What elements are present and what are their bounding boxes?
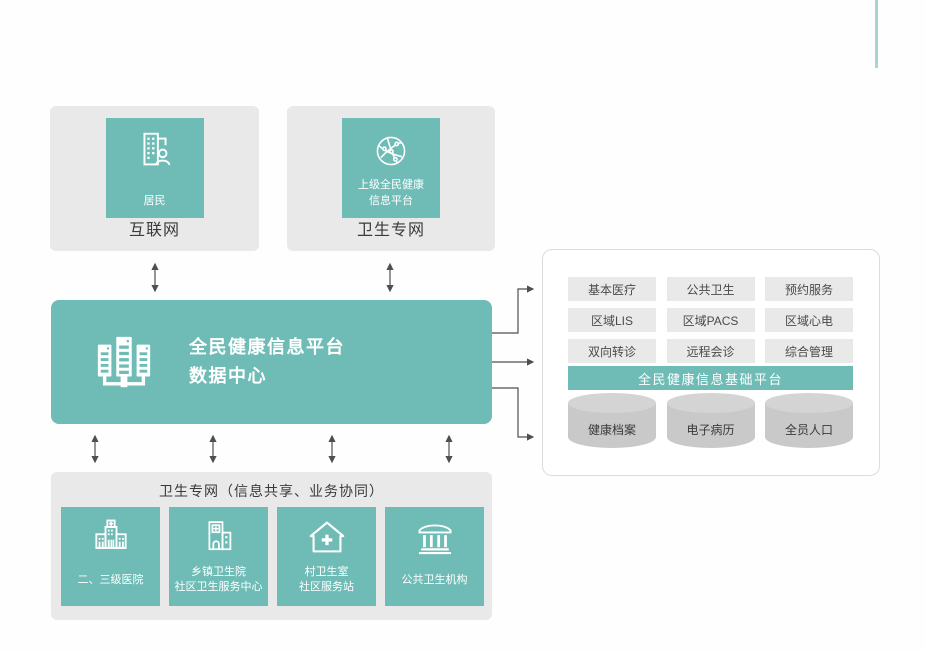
upper-platform-node: 上级全民健康 信息平台 卫生专网 — [287, 106, 495, 251]
data-center-icon — [93, 331, 155, 393]
upper-platform-tile-label: 上级全民健康 信息平台 — [358, 179, 424, 207]
database-cylinder: 电子病历 — [666, 393, 755, 448]
data-center-box: 全民健康信息平台 数据中心 — [51, 300, 492, 424]
hospital-icon — [88, 513, 134, 561]
institutions-row: 二、三级医院 — [61, 507, 484, 606]
database-label: 电子病历 — [686, 422, 735, 437]
upper-platform-tile: 上级全民健康 信息平台 — [342, 118, 440, 218]
network-globe-icon — [370, 126, 412, 176]
data-center-title: 全民健康信息平台 数据中心 — [189, 337, 345, 386]
database-label: 健康档案 — [587, 422, 636, 437]
institutions-box: 卫生专网（信息共享、业务协同） — [51, 472, 492, 620]
internet-node-label: 互联网 — [128, 222, 180, 239]
service-chip: 基本医疗 — [568, 277, 656, 301]
township-clinic-tile-label: 乡镇卫生院 社区卫生服务中心 — [174, 566, 263, 593]
public-health-institution-icon — [412, 513, 458, 561]
village-clinic-tile-label: 村卫生室 社区服务站 — [299, 566, 354, 593]
township-clinic-icon — [198, 513, 240, 561]
residents-tile-label: 居民 — [143, 195, 166, 207]
arrow-center-panel-top — [492, 285, 535, 334]
service-chip: 区域心电 — [765, 308, 853, 332]
hospital-tile-label: 二、三级医院 — [77, 573, 144, 586]
database-cylinder: 全员人口 — [765, 393, 853, 448]
township-clinic-tile: 乡镇卫生院 社区卫生服务中心 — [169, 507, 268, 606]
service-chip: 远程会诊 — [666, 339, 755, 363]
village-clinic-tile: 村卫生室 社区服务站 — [277, 507, 376, 606]
service-chip: 区域PACS — [666, 308, 755, 332]
service-chip: 综合管理 — [765, 339, 853, 363]
residents-tile: 居民 — [105, 118, 204, 218]
service-chip: 双向转诊 — [568, 339, 656, 363]
application-panel: 基本医疗 公共卫生 预约服务 区域LIS 区域PACS 区域心电 双向转诊 远程… — [542, 249, 880, 476]
public-health-tile: 公共卫生机构 — [385, 507, 484, 606]
database-row: 健康档案 电子病历 全员人口 — [568, 393, 853, 448]
service-chip: 区域LIS — [568, 308, 656, 332]
institutions-box-title: 卫生专网（信息共享、业务协同） — [159, 483, 384, 499]
hospital-tile: 二、三级医院 — [61, 507, 160, 606]
page-accent-line — [875, 0, 878, 68]
database-label: 全员人口 — [784, 422, 833, 437]
village-clinic-icon — [304, 513, 350, 561]
internet-node: 居民 互联网 — [50, 106, 259, 251]
base-platform-bar: 全民健康信息基础平台 — [568, 366, 853, 390]
arrow-center-panel-bottom — [492, 387, 535, 441]
service-chip: 公共卫生 — [666, 277, 755, 301]
healthnet-node-label: 卫生专网 — [356, 222, 425, 239]
service-chip-grid: 基本医疗 公共卫生 预约服务 区域LIS 区域PACS 区域心电 双向转诊 远程… — [568, 277, 853, 363]
residents-building-icon — [132, 126, 178, 176]
service-chip: 预约服务 — [765, 277, 853, 301]
public-health-tile-label: 公共卫生机构 — [401, 573, 468, 586]
database-cylinder: 健康档案 — [568, 393, 656, 448]
